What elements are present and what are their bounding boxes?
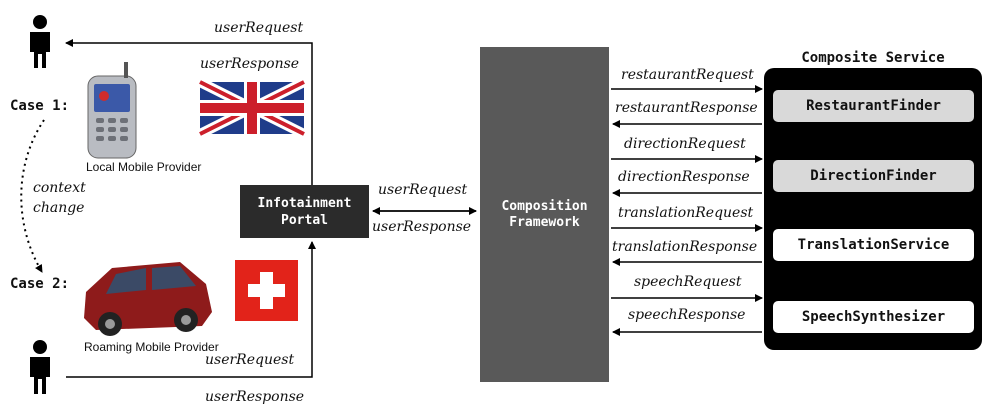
restaurant-response-label: restaurantResponse	[615, 100, 758, 116]
bottom-user-connection	[66, 241, 316, 378]
portal-line1: Infotainment	[257, 195, 352, 211]
case1-label: Case 1:	[10, 98, 70, 114]
local-provider-label: Local Mobile Provider	[86, 160, 202, 174]
mobile-phone-icon	[87, 62, 137, 159]
context-label: context	[33, 180, 86, 196]
service-connections	[611, 85, 763, 336]
service-restaurant-finder: RestaurantFinder	[773, 90, 974, 122]
bottom-user-request-label: userRequest	[205, 352, 295, 368]
composite-service-title: Composite Service	[801, 50, 945, 66]
speech-request-label: speechRequest	[634, 274, 742, 290]
car-icon	[84, 262, 212, 336]
service-speech-synthesizer: SpeechSynthesizer	[773, 301, 974, 333]
framework-line2: Framework	[509, 215, 580, 230]
composition-framework: Composition Framework	[480, 47, 609, 382]
top-user-request-label: userRequest	[214, 20, 304, 36]
restaurant-request-label: restaurantRequest	[621, 67, 754, 83]
portal-line2: Portal	[281, 212, 328, 228]
framework-line1: Composition	[501, 199, 588, 214]
uk-flag-icon	[197, 77, 307, 139]
portal-user-request-label: userRequest	[378, 182, 468, 198]
roaming-provider-label: Roaming Mobile Provider	[84, 340, 219, 354]
change-label: change	[33, 200, 85, 216]
portal-user-response-label: userResponse	[372, 219, 472, 235]
top-user-response-label: userResponse	[200, 56, 300, 72]
service-direction-finder: DirectionFinder	[773, 160, 974, 192]
swiss-flag-icon	[235, 260, 298, 321]
translation-request-label: translationRequest	[618, 205, 754, 221]
translation-response-label: translationResponse	[612, 239, 758, 255]
direction-request-label: directionRequest	[624, 136, 746, 152]
speech-response-label: speechResponse	[628, 307, 746, 323]
bottom-user-response-label: userResponse	[205, 389, 305, 405]
direction-response-label: directionResponse	[618, 169, 750, 185]
context-change-arc	[20, 119, 45, 273]
person-icon	[30, 340, 50, 394]
service-translation-service: TranslationService	[773, 229, 974, 261]
person-icon	[30, 15, 50, 68]
case2-label: Case 2:	[10, 276, 70, 292]
top-user-connection	[65, 39, 313, 185]
infotainment-portal: Infotainment Portal	[240, 185, 369, 238]
